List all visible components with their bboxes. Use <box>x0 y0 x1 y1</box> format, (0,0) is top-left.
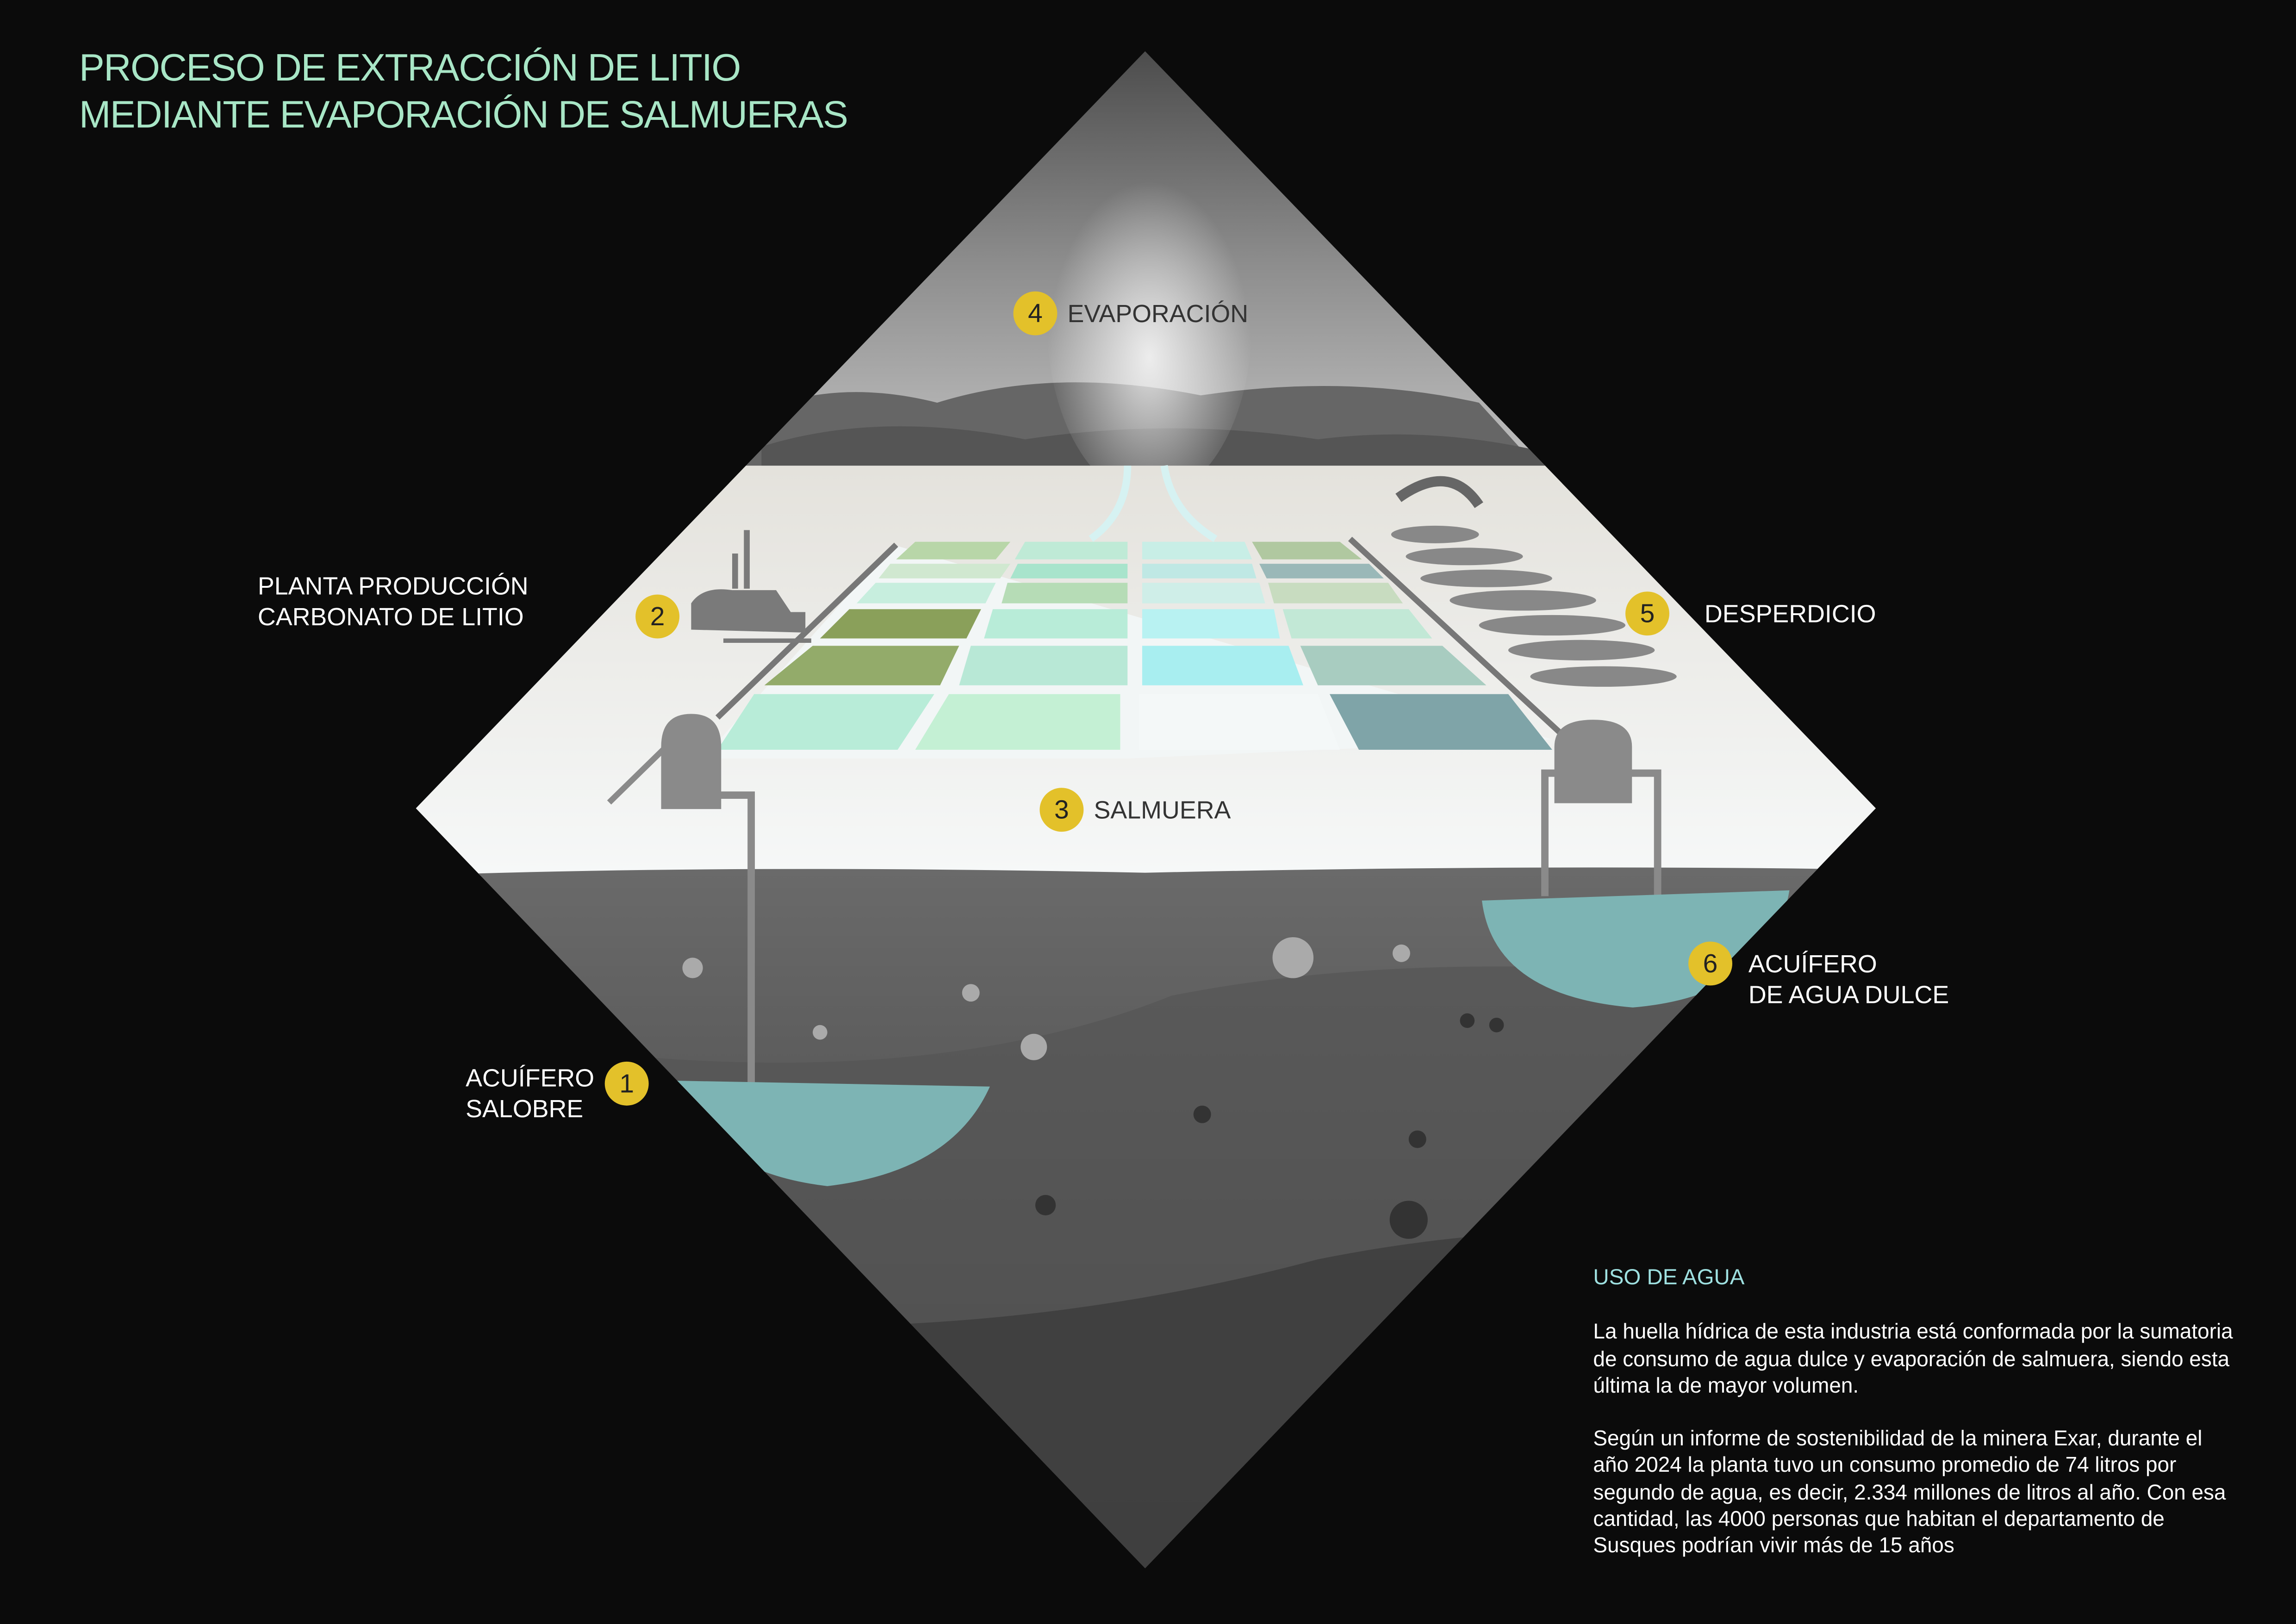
pumps <box>607 714 1661 1087</box>
rocks <box>682 937 1410 1060</box>
step-6-label-line: DE AGUA DULCE <box>1748 981 1949 1009</box>
step-6-badge: 6 <box>1688 941 1733 986</box>
step-1-label-line: ACUÍFERO <box>466 1064 595 1093</box>
step-2-label-line: CARBONATO DE LITIO <box>257 603 524 631</box>
title-line-2: MEDIANTE EVAPORACIÓN DE SALMUERAS <box>79 92 848 137</box>
water-use-paragraph-1: La huella hídrica de esta industria está… <box>1593 1321 2233 1399</box>
pipe-right <box>1348 536 1562 734</box>
title-line-1: PROCESO DE EXTRACCIÓN DE LITIO <box>79 45 741 90</box>
step-3-badge: 3 <box>1039 788 1084 832</box>
step-5-label: DESPERDICIO <box>1704 600 1876 628</box>
step-2-label: PLANTA PRODUCCIÓN CARBONATO DE LITIO <box>258 571 529 633</box>
step-4-label: EVAPORACIÓN <box>1067 300 1249 328</box>
steam <box>1047 146 1252 498</box>
step-1-label: ACUÍFERO SALOBRE <box>466 1063 594 1125</box>
waste-arrow <box>1395 476 1483 508</box>
evaporation-ponds <box>703 541 1552 759</box>
page-title: PROCESO DE EXTRACCIÓN DE LITIO MEDIANTE … <box>79 44 848 137</box>
step-6-label-line: ACUÍFERO <box>1748 950 1877 978</box>
evaporation-arrow <box>1089 466 1132 542</box>
water-use-heading: USO DE AGUA <box>1593 1265 1745 1290</box>
pipe-left <box>715 542 898 720</box>
water-use-paragraph-2: Según un informe de sostenibilidad de la… <box>1593 1428 2226 1559</box>
waste-piles <box>1391 525 1677 687</box>
step-6-label: ACUÍFERO DE AGUA DULCE <box>1748 949 1949 1010</box>
dark-rocks <box>1035 1013 1504 1239</box>
step-1-badge: 1 <box>604 1061 649 1106</box>
step-5-badge: 5 <box>1625 591 1669 636</box>
step-2-badge: 2 <box>635 594 680 639</box>
plant-icon <box>691 530 811 643</box>
water-use-panel: USO DE AGUA La huella hídrica de esta in… <box>1593 1265 2237 1587</box>
step-1-label-line: SALOBRE <box>466 1095 584 1123</box>
step-3-label: SALMUERA <box>1094 796 1231 825</box>
step-2-label-line: PLANTA PRODUCCIÓN <box>257 572 529 601</box>
step-4-badge: 4 <box>1013 291 1058 336</box>
